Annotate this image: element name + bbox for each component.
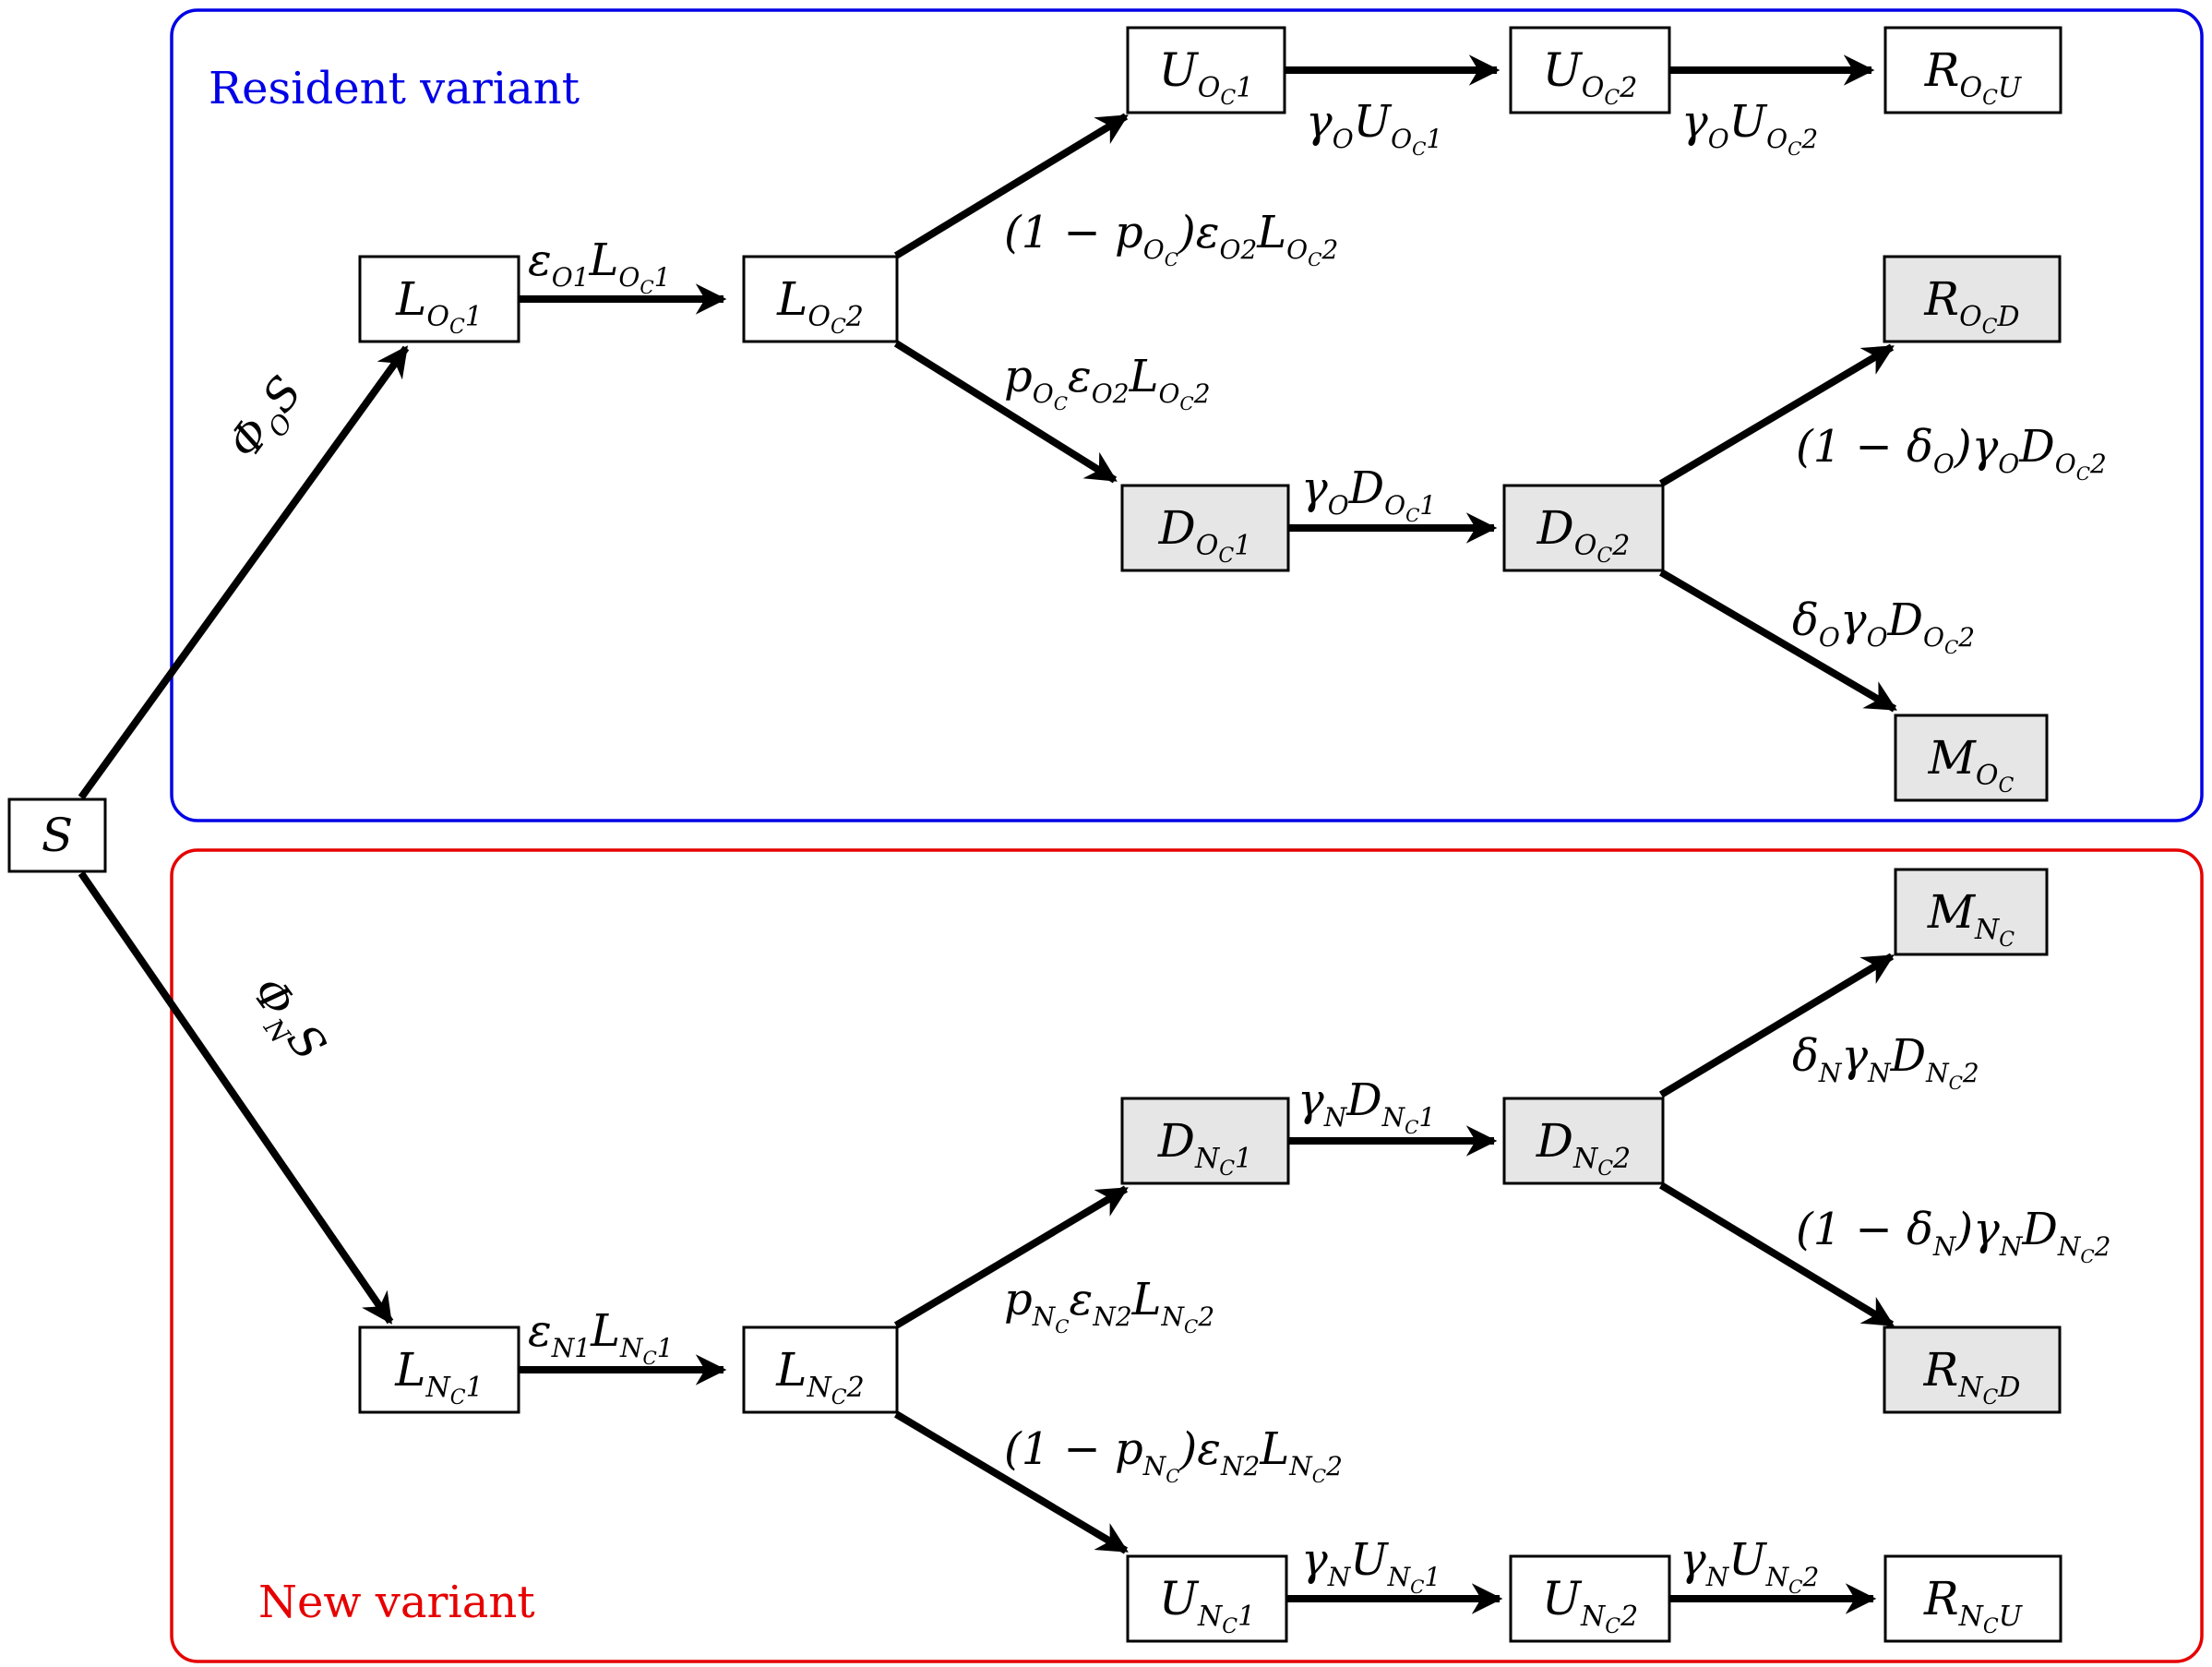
edge-labels: ΦOS ΦNS εO1LOC1 εN1LNC1 (1 − pOC)εO2LOC2 pOCε… [218, 96, 2110, 1598]
node-RNcU-box [1883, 1554, 2063, 1643]
resident-variant-label: Resident variant [209, 63, 580, 114]
edge-S-LNc1 [78, 870, 394, 1325]
edge-DNc2-RNcD [1658, 1181, 1895, 1328]
edge-label-recO: (1 − δO)γODOC2 [1796, 421, 2107, 485]
node-UOc2-label: UOC2 [1543, 43, 1638, 110]
edge-label-eO1: εO1LOC1 [528, 234, 671, 298]
node-DOc2: DOC2 [1502, 484, 1665, 572]
node-LNc2: LNC2 [742, 1325, 899, 1414]
node-LOc2-label: LOC2 [776, 272, 864, 339]
node-MNc-box [1894, 868, 2049, 956]
node-DNc2: DNC2 [1502, 1097, 1665, 1185]
node-S-label: S [42, 809, 73, 862]
node-DOc2-box [1502, 484, 1665, 572]
node-UOc1-label: UOC1 [1159, 43, 1254, 110]
edge-label-gUO1: γOUOC1 [1306, 96, 1442, 160]
node-UOc1: UOC1 [1126, 26, 1286, 114]
node-UNc1-box [1126, 1554, 1288, 1643]
node-MNc-label: MNC [1927, 885, 2015, 952]
node-ROcD: ROCD [1883, 255, 2062, 343]
node-UNc2: UNC2 [1509, 1554, 1671, 1643]
edge-DNc2-MNc [1658, 953, 1895, 1098]
node-LNc2-label: LNC2 [775, 1343, 864, 1409]
node-ROcU-label: ROCU [1924, 43, 2023, 110]
node-ROcU: ROCU [1883, 26, 2063, 114]
node-UOc1-box [1126, 26, 1286, 114]
edge-label-gDN1: γNDNC1 [1297, 1074, 1435, 1138]
node-UOc2: UOC2 [1509, 26, 1671, 114]
node-LOc1-box [358, 255, 520, 343]
node-LNc2-box [742, 1325, 899, 1414]
node-DNc2-label: DNC2 [1536, 1114, 1631, 1181]
node-MOc-label: MOC [1928, 731, 2015, 798]
edge-label-phiO: ΦOS [218, 366, 317, 472]
node-UNc2-label: UNC2 [1542, 1572, 1638, 1638]
edge-label-dieO: δOγODOC2 [1792, 594, 1975, 658]
node-RNcD-box [1883, 1325, 2062, 1414]
node-UNc1: UNC1 [1126, 1554, 1288, 1643]
node-RNcU: RNCU [1883, 1554, 2063, 1643]
edge-label-upO: (1 − pOC)εO2LOC2 [1004, 207, 1338, 270]
node-UNc1-label: UNC1 [1159, 1572, 1255, 1638]
new-variant-panel [170, 848, 2204, 1663]
node-DNc1-label: DNC1 [1157, 1114, 1252, 1181]
node-MOc: MOC [1894, 714, 2049, 802]
edge-S-LOc1 [78, 345, 410, 800]
edge-label-gDO1: γODOC1 [1301, 462, 1436, 526]
node-UNc2-box [1509, 1554, 1671, 1643]
node-LNc1-box [358, 1325, 520, 1414]
node-LOc1-label: LOC1 [395, 272, 483, 339]
edge-label-gUO2: γOUOC2 [1681, 96, 1818, 160]
resident-variant-panel [170, 8, 2204, 822]
node-RNcD: RNCD [1883, 1325, 2062, 1414]
node-DOc2-label: DOC2 [1536, 501, 1631, 568]
node-DOc1-box [1120, 484, 1290, 572]
node-S-box [7, 798, 107, 873]
edge-label-eN1: εN1LNC1 [528, 1305, 674, 1369]
node-DNc1-box [1120, 1097, 1290, 1185]
edge-label-dieN: δNγNDNC2 [1792, 1030, 1979, 1094]
node-MOc-box [1894, 714, 2049, 802]
node-ROcD-label: ROCD [1923, 272, 2019, 339]
node-LNc1-label: LNC1 [394, 1343, 483, 1409]
node-DOc1: DOC1 [1120, 484, 1290, 572]
node-MNc: MNC [1894, 868, 2049, 956]
node-ROcD-box [1883, 255, 2062, 343]
edge-DOc2-MOc [1658, 569, 1897, 713]
node-LOc2-box [742, 255, 899, 343]
edge-label-phiN: ΦNS [236, 967, 336, 1073]
node-DNc2-box [1502, 1097, 1665, 1185]
edge-LNc2-UNc1 [893, 1410, 1129, 1554]
edge-label-dnO: pOCεO2LOC2 [1004, 351, 1211, 414]
edges [78, 54, 1897, 1614]
node-LOc1: LOC1 [358, 255, 520, 343]
node-S: S [7, 798, 107, 873]
node-DOc1-label: DOC1 [1158, 501, 1252, 568]
edge-LOc2-UOc1 [893, 113, 1129, 259]
node-UOc2-box [1509, 26, 1671, 114]
edge-LNc2-DNc1 [893, 1185, 1129, 1329]
node-RNcU-label: RNCU [1923, 1572, 2024, 1638]
edge-label-dnN: (1 − pNC)εN2LNC2 [1004, 1423, 1343, 1487]
edge-label-gUN1: γNUNC1 [1301, 1534, 1441, 1598]
edge-label-gUN2: γNUNC2 [1680, 1534, 1819, 1598]
edge-label-recN: (1 − δN)γNDNC2 [1796, 1204, 2110, 1267]
edge-LOc2-DOc1 [893, 340, 1118, 484]
edge-DOc2-ROcD [1658, 343, 1895, 487]
node-LNc1: LNC1 [358, 1325, 520, 1414]
node-ROcU-box [1883, 26, 2063, 114]
node-LOc2: LOC2 [742, 255, 899, 343]
edge-label-upN: pNCεN2LNC2 [1004, 1274, 1214, 1337]
node-RNcD-label: RNCD [1923, 1343, 2021, 1409]
new-variant-label: New variant [258, 1577, 535, 1628]
node-DNc1: DNC1 [1120, 1097, 1290, 1185]
